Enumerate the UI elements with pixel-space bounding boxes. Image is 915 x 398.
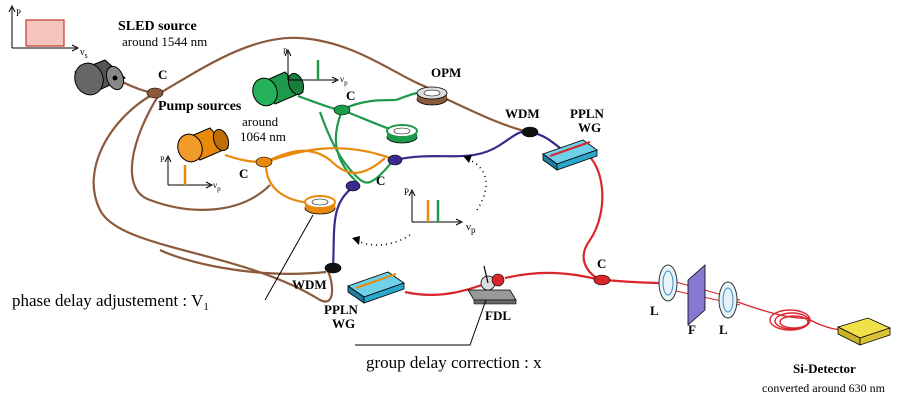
lens-icon: [658, 264, 678, 302]
coupler-label-sled: C: [158, 67, 167, 82]
coupler-label-orange: C: [239, 166, 248, 181]
filter-label: F: [688, 322, 696, 337]
combined-spectrum-nu-label: νp: [466, 221, 476, 235]
coiled-fiber: [731, 299, 846, 331]
ppln-label-top: PPLN: [570, 106, 605, 121]
lens-icon-2: [718, 281, 738, 319]
orange-pump-spectrum-plot: [164, 154, 214, 189]
orange-pump-fiber: [224, 147, 391, 205]
ppln-waveguide-icon: [542, 139, 598, 171]
green-pump-laser-icon: [252, 71, 305, 107]
phase-delay-label: phase delay adjustement : V1: [12, 291, 209, 313]
optical-power-meter-icon: [416, 86, 448, 106]
coupler-label-green: C: [346, 88, 355, 103]
wg-label-bottom: WG: [332, 316, 355, 331]
sled-wavelength-label: around 1544 nm: [122, 34, 207, 49]
sled-laser-icon: [74, 59, 126, 96]
filter-icon: [687, 264, 706, 326]
lens-label-1: L: [650, 303, 659, 318]
sled-fiber-network: [92, 36, 529, 303]
dotted-arrow-upper: [469, 159, 487, 211]
combined-spectrum-p-label: P: [404, 187, 409, 197]
ppln-waveguide-icon-2: [347, 271, 405, 304]
detector-label: Si-Detector: [793, 361, 856, 376]
ppln-label-bottom: PPLN: [324, 302, 359, 317]
fdl-label: FDL: [485, 308, 511, 323]
detector-wavelength-label: converted around 630 nm: [762, 381, 886, 395]
orange-fiber-spool-icon: [304, 195, 336, 215]
coupler-label-output: C: [597, 256, 606, 271]
pump-sources-label: Pump sources: [158, 99, 242, 114]
sled-spectrum-nu-label: νs: [80, 47, 88, 60]
opm-label: OPM: [431, 65, 461, 80]
wdm-label-bottom: WDM: [292, 277, 327, 292]
arrowhead-upper: [463, 155, 472, 163]
si-detector-icon: [836, 317, 892, 346]
sled-spectrum-p-label: P: [16, 8, 21, 18]
group-delay-pointer: [355, 299, 487, 346]
green-spectrum-p-label: P: [283, 47, 288, 56]
green-fiber-spool-icon: [386, 124, 418, 144]
phase-delay-pointer: [264, 214, 314, 301]
pump-wavelength-label: 1064 nm: [240, 129, 286, 144]
fiber-delay-line-icon: [467, 265, 517, 305]
coupler-label-blue: C: [376, 173, 385, 188]
sled-source-label: SLED source: [118, 19, 197, 34]
group-delay-label: group delay correction : x: [366, 353, 542, 372]
orange-pump-laser-icon: [177, 127, 230, 163]
coupler-nodes: [146, 87, 611, 286]
green-pump-spectrum-plot: [284, 48, 340, 84]
lens-label-2: L: [719, 322, 728, 337]
arrowhead-lower: [352, 236, 360, 245]
wdm-label-top: WDM: [505, 106, 540, 121]
orange-spectrum-nu-label: νp: [213, 180, 221, 193]
orange-spectrum-p-label: P: [160, 155, 165, 164]
dotted-arrow-lower: [359, 234, 411, 246]
green-spectrum-nu-label: νp: [340, 74, 348, 87]
pump-around-label: around: [242, 114, 279, 129]
sled-spectrum-plot: [8, 4, 80, 52]
wg-label-top: WG: [578, 120, 601, 135]
combined-spectrum-plot: [408, 188, 464, 226]
